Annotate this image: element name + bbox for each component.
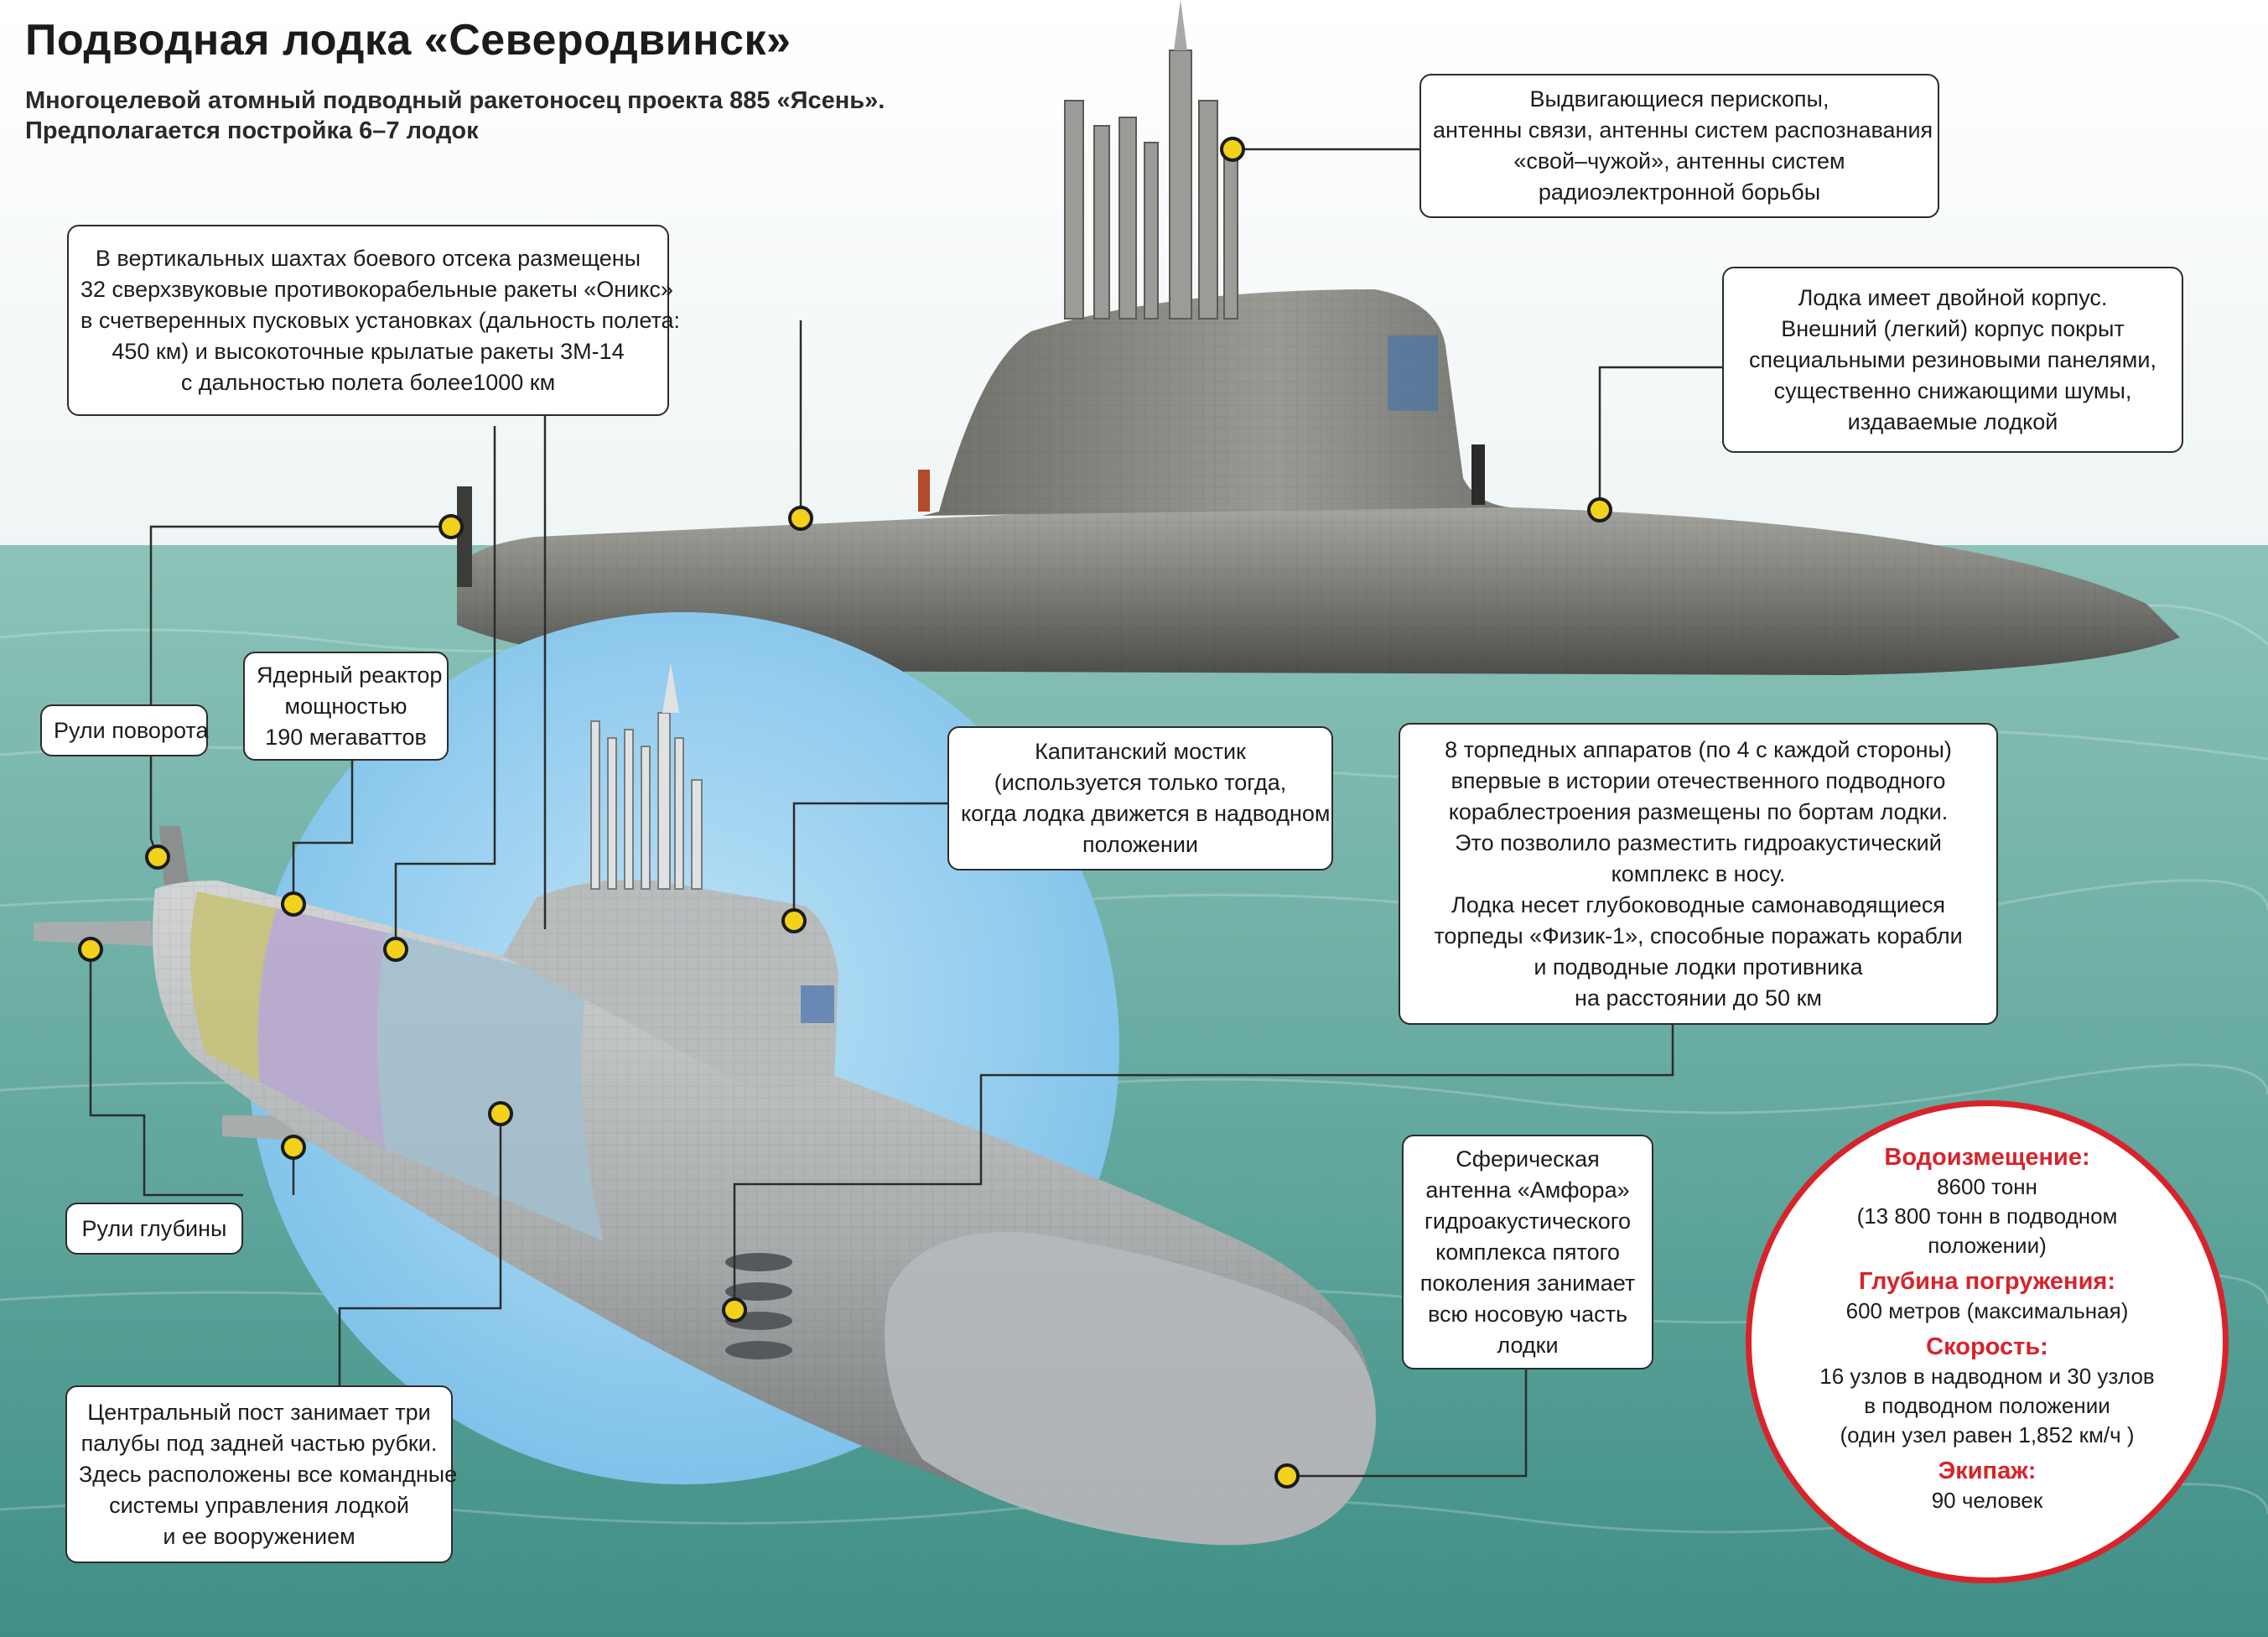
spec-heading-speed: Скорость: [1926, 1333, 2048, 1360]
masts-callout: Выдвигающиеся перископы, антенны связи, … [1419, 74, 1939, 218]
callout-line: издаваемые лодкой [1847, 408, 2058, 434]
missiles-callout: В вертикальных шахтах боевого отсека раз… [67, 225, 681, 416]
callout-line: «свой–чужой», антенны систем [1513, 148, 1845, 174]
callout-line: положении [1082, 832, 1198, 857]
callout-line: с дальностью полета более1000 км [180, 369, 556, 395]
torpedoes-callout: 8 торпедных аппаратов (по 4 с каждой сто… [1399, 723, 1998, 1025]
callout-line: антенна «Амфора» [1425, 1177, 1630, 1203]
reactor-callout: Ядерный реактор мощностью 190 мегаваттов [243, 652, 449, 761]
callout-line: системы управления лодкой [109, 1492, 409, 1518]
callout-line: впервые в истории отечественного подводн… [1451, 767, 1946, 793]
callout-line: радиоэлектронной борьбы [1538, 179, 1821, 205]
spec-value: 600 метров (максимальная) [1845, 1298, 2129, 1323]
subtitle-line: Многоцелевой атомный подводный ракетонос… [25, 87, 885, 114]
spec-heading-depth: Глубина погружения: [1859, 1268, 2115, 1295]
callout-line: всю носовую часть [1427, 1301, 1628, 1327]
markers [78, 137, 1612, 1489]
spec-value: (13 800 тонн в подводном [1856, 1203, 2118, 1229]
callout-line: Сферическая [1456, 1146, 1600, 1172]
surfaced-submarine [457, 0, 2180, 675]
callout-line: Лодка имеет двойной корпус. [1798, 284, 2108, 310]
cutaway-submarine [34, 663, 1376, 1546]
callout-line: Выдвигающиеся перископы, [1529, 86, 1829, 112]
callout-line: Внешний (легкий) корпус покрыт [1781, 315, 2125, 341]
bridge-callout: Капитанский мостик (используется только … [947, 726, 1333, 870]
callout-line: и подводные лодки противника [1534, 954, 1863, 980]
callout-line: Центральный пост занимает три [87, 1399, 431, 1425]
callout-line: и ее вооружением [163, 1523, 356, 1549]
spec-heading-displacement: Водоизмещение: [1884, 1144, 2090, 1171]
callout-line: Лодка несет глубоководные самонаводящиес… [1451, 891, 1945, 917]
rudders-callout: Рули поворота [40, 704, 208, 756]
spec-value: 8600 тонн [1937, 1174, 2037, 1199]
callout-line: в счетверенных пусковых установках (даль… [80, 307, 681, 333]
spec-value: (один узел равен 1,852 км/ч ) [1840, 1422, 2135, 1447]
callout-line: гидроакустического [1425, 1208, 1631, 1234]
spec-value: 16 узлов в надводном и 30 узлов [1819, 1364, 2155, 1389]
callout-line: Капитанский мостик [1035, 739, 1246, 764]
callout-line: поколения занимает [1419, 1270, 1636, 1296]
page-title: Подводная лодка «Северодвинск» [25, 16, 791, 65]
callout-line: (используется только тогда, [994, 770, 1287, 795]
callout-line: Ядерный реактор [257, 662, 443, 688]
spec-value: положении) [1928, 1233, 2047, 1258]
callout-line: 8 торпедных аппаратов (по 4 с каждой сто… [1445, 736, 1952, 762]
callout-line: мощностью [284, 693, 407, 719]
specs-circle: Водоизмещение: 8600 тонн (13 800 тонн в … [1746, 1100, 2229, 1583]
sonar-callout: Сферическая антенна «Амфора» гидроакусти… [1402, 1135, 1653, 1369]
subtitle-line: Предполагается постройка 6–7 лодок [25, 117, 479, 144]
planes-callout: Рули глубины [65, 1203, 243, 1255]
callout-line: палубы под задней частью рубки. [80, 1430, 438, 1456]
callout-line: когда лодка движется в надводном [961, 801, 1331, 826]
callout-line: Рули глубины [81, 1215, 227, 1241]
callout-line: Здесь расположены все командные [79, 1461, 458, 1487]
callout-line: В вертикальных шахтах боевого отсека раз… [95, 245, 641, 271]
spec-heading-crew: Экипаж: [1938, 1458, 2037, 1484]
callout-line: на расстоянии до 50 км [1575, 985, 1822, 1011]
callout-line: Рули поворота [54, 717, 209, 743]
callout-line: существенно снижающими шумы, [1773, 377, 2132, 403]
callout-line: антенны связи, антенны систем распознава… [1433, 117, 1933, 143]
callout-line: торпеды «Физик-1», способные поражать ко… [1434, 922, 1963, 948]
callout-line: специальными резиновыми панелями, [1749, 346, 2156, 372]
hull-callout: Лодка имеет двойной корпус. Внешний (лег… [1722, 267, 2183, 453]
callout-line: лодки [1497, 1332, 1559, 1358]
callout-line: 190 мегаваттов [265, 724, 427, 750]
callout-line: комплекс в носу. [1611, 860, 1786, 886]
callout-line: 32 сверхзвуковые противокорабельные раке… [80, 276, 673, 302]
callout-line: кораблестроения размещены по бортам лодк… [1448, 798, 1949, 824]
control-callout: Центральный пост занимает три палубы под… [65, 1385, 458, 1563]
callout-line: Это позволило разместить гидроакустическ… [1455, 829, 1942, 855]
spec-value: в подводном положении [1864, 1393, 2110, 1418]
page-subtitle: Многоцелевой атомный подводный ракетонос… [25, 86, 947, 146]
callout-line: 450 км) и высокоточные крылатые ракеты 3… [112, 338, 625, 364]
callout-line: комплекса пятого [1435, 1239, 1620, 1265]
spec-value: 90 человек [1931, 1488, 2043, 1513]
